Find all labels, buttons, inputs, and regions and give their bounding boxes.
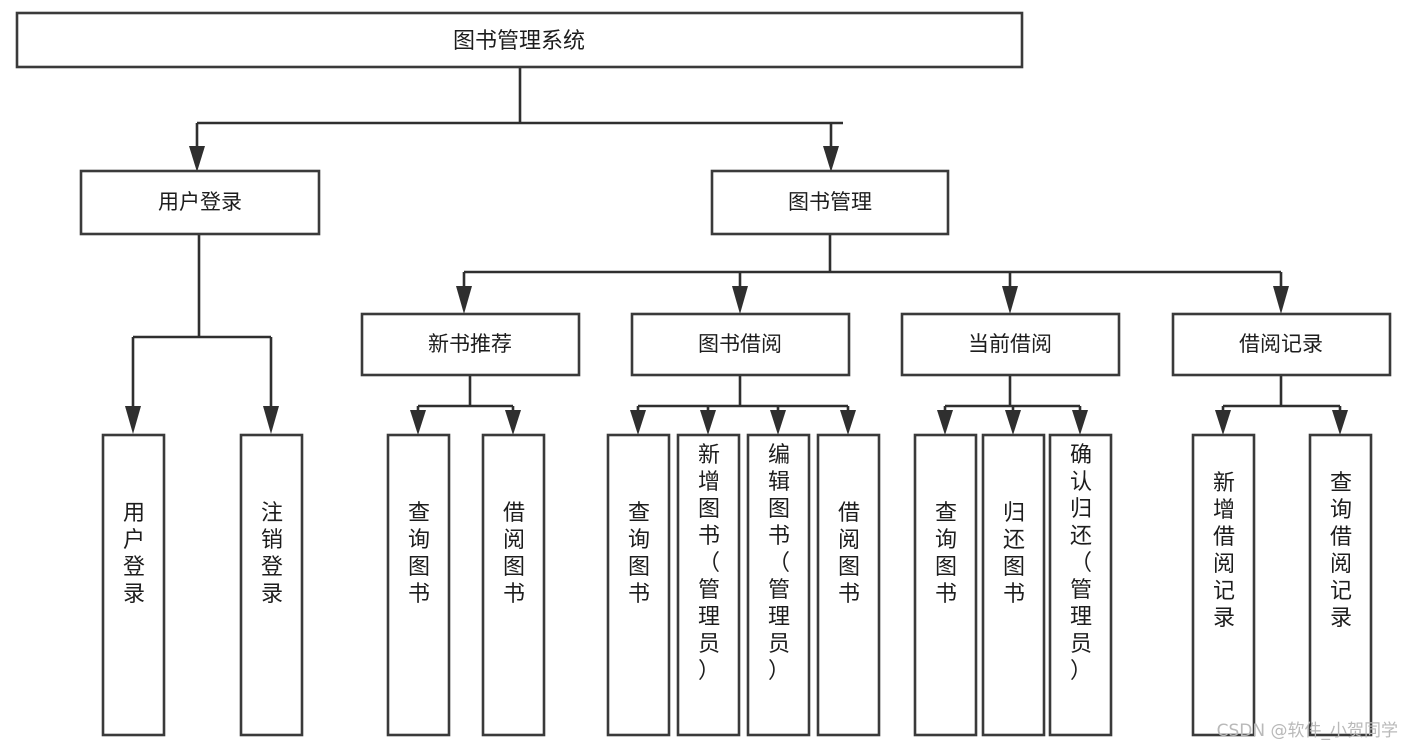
node-leaf-user-logout-box[interactable] [239,433,304,737]
connector-group-user-login [125,235,279,434]
node-current-borrow[interactable]: 当前借阅 [900,312,1121,377]
node-root-box[interactable] [15,11,1024,69]
node-leaf-current-query-book-box[interactable] [913,433,978,737]
connector-group-root [189,68,843,172]
arrowhead-leaf-current-query-book [937,410,953,435]
arrowhead-current-borrow [1002,286,1018,314]
arrowhead-new-book-recommend [456,286,472,314]
node-leaf-borrow-add-book-label: 新增图书（管理员） [698,443,720,684]
node-current-borrow-box[interactable] [900,312,1121,377]
node-user-login-box[interactable] [79,169,321,236]
node-borrow-record-box[interactable] [1171,312,1392,377]
node-leaf-record-add-label: 新增借阅记录 [1213,471,1235,631]
node-book-management-label: 图书管理 [788,190,872,214]
node-leaf-current-confirm-return[interactable]: 确认归还（管理员） [1048,433,1113,737]
node-leaf-rec-query-book-label: 查询图书 [408,501,430,607]
node-current-borrow-label: 当前借阅 [968,332,1052,356]
node-leaf-rec-borrow-book[interactable]: 借阅图书 [481,433,546,737]
node-leaf-borrow-borrow-book[interactable]: 借阅图书 [816,433,881,737]
node-leaf-current-query-book[interactable]: 查询图书 [913,433,978,737]
arrowhead-leaf-rec-borrow-book [505,410,521,435]
connector-group-borrow-record [1215,375,1348,435]
node-leaf-current-confirm-return-label: 确认归还（管理员） [1070,443,1092,684]
connector-group-book-borrow [630,375,856,435]
node-borrow-record-label: 借阅记录 [1239,332,1323,356]
arrowhead-leaf-user-logout [263,406,279,434]
connector-group-new-book-recommend [410,375,521,435]
node-leaf-record-add-box[interactable] [1191,433,1256,737]
node-leaf-user-login-label: 用户登录 [123,501,145,607]
node-root[interactable]: 图书管理系统 [15,11,1024,69]
node-leaf-record-query[interactable]: 查询借阅记录 [1308,433,1373,737]
node-user-login-label: 用户登录 [158,190,242,214]
node-leaf-rec-borrow-book-label: 借阅图书 [503,501,525,607]
node-user-login[interactable]: 用户登录 [79,169,321,236]
arrowhead-leaf-borrow-borrow-book [840,410,856,435]
node-new-book-recommend[interactable]: 新书推荐 [360,312,581,377]
node-leaf-borrow-borrow-book-label: 借阅图书 [838,501,860,607]
arrowhead-borrow-record [1273,286,1289,314]
arrowhead-leaf-rec-query-book [410,410,426,435]
connector-group-current-borrow [937,375,1088,435]
node-leaf-borrow-query-book-label: 查询图书 [628,501,650,607]
connector-group-book-management [456,234,1289,314]
arrowhead-book-borrow [732,286,748,314]
node-leaf-borrow-add-book-box[interactable] [676,433,741,737]
arrowhead-leaf-borrow-query-book [630,410,646,435]
node-leaf-user-login[interactable]: 用户登录 [101,433,166,737]
node-leaf-rec-query-book-box[interactable] [386,433,451,737]
node-leaf-user-logout[interactable]: 注销登录 [239,433,304,737]
arrowhead-leaf-borrow-add-book [700,410,716,435]
node-leaf-borrow-edit-book-label: 编辑图书（管理员） [768,443,790,684]
node-book-management-box[interactable] [710,169,950,236]
node-leaf-current-query-book-label: 查询图书 [935,501,957,607]
node-leaf-rec-query-book[interactable]: 查询图书 [386,433,451,737]
node-new-book-recommend-box[interactable] [360,312,581,377]
node-leaf-borrow-edit-book[interactable]: 编辑图书（管理员） [746,433,811,737]
node-leaf-borrow-add-book[interactable]: 新增图书（管理员） [676,433,741,737]
arrowhead-leaf-record-query [1332,410,1348,435]
node-leaf-record-add[interactable]: 新增借阅记录 [1191,433,1256,737]
node-book-borrow[interactable]: 图书借阅 [630,312,851,377]
watermark-label: CSDN @软件_小贺同学 [1217,721,1398,741]
node-new-book-recommend-label: 新书推荐 [428,332,512,356]
node-leaf-borrow-borrow-book-box[interactable] [816,433,881,737]
node-leaf-record-query-box[interactable] [1308,433,1373,737]
node-book-borrow-label: 图书借阅 [698,332,782,356]
arrowhead-leaf-current-return-book [1005,410,1021,435]
node-leaf-current-return-book-label: 归还图书 [1003,501,1025,607]
node-leaf-borrow-query-book-box[interactable] [606,433,671,737]
node-borrow-record[interactable]: 借阅记录 [1171,312,1392,377]
node-leaf-user-logout-label: 注销登录 [261,501,283,607]
node-book-borrow-box[interactable] [630,312,851,377]
node-leaf-current-confirm-return-box[interactable] [1048,433,1113,737]
node-leaf-borrow-edit-book-box[interactable] [746,433,811,737]
node-book-management[interactable]: 图书管理 [710,169,950,236]
arrowhead-leaf-user-login [125,406,141,434]
node-leaf-borrow-query-book[interactable]: 查询图书 [606,433,671,737]
node-leaf-rec-borrow-book-box[interactable] [481,433,546,737]
arrowhead-book-management [823,146,839,172]
node-root-label: 图书管理系统 [453,29,585,54]
arrowhead-leaf-borrow-edit-book [770,410,786,435]
arrowhead-leaf-record-add [1215,410,1231,435]
node-leaf-user-login-box[interactable] [101,433,166,737]
node-leaf-record-query-label: 查询借阅记录 [1330,471,1352,631]
arrowhead-user-login [189,146,205,172]
arrowhead-leaf-current-confirm-return [1072,410,1088,435]
node-leaf-current-return-book[interactable]: 归还图书 [981,433,1046,737]
node-leaf-current-return-book-box[interactable] [981,433,1046,737]
